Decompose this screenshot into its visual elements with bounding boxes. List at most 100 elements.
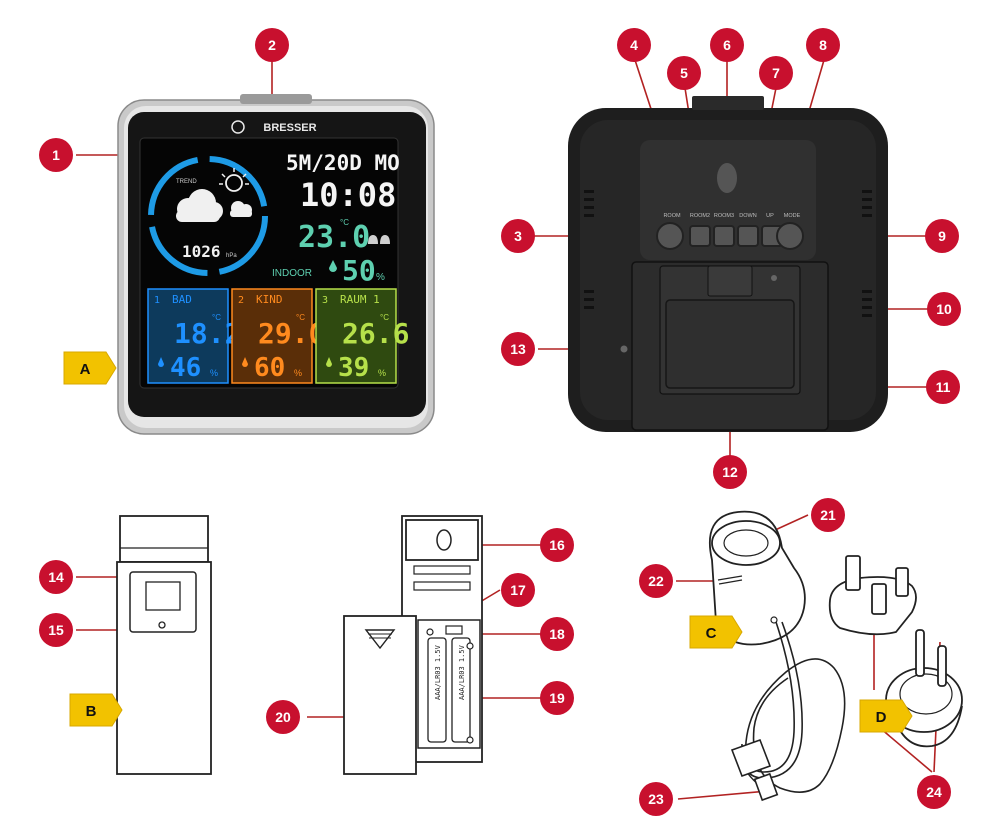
callout-number: 12 (722, 464, 738, 480)
room2-button[interactable] (689, 225, 711, 247)
channel-temp: 18.2 (174, 317, 241, 350)
callout-circle (926, 370, 960, 404)
humidity-drop-icon (242, 357, 248, 367)
indoor-temp: 23.0 (298, 220, 370, 255)
callout-number: 10 (936, 301, 952, 317)
callout-circle (540, 528, 574, 562)
callout-circle (925, 219, 959, 253)
callout-15: 15 (39, 613, 73, 647)
sensor-battery-bay (417, 619, 481, 749)
channel-number: 3 (322, 295, 328, 306)
back-button-label: ROOM2 (690, 213, 710, 219)
battery-2 (451, 637, 471, 743)
humidity-drop-icon (329, 260, 337, 272)
channel-panel-bg (315, 288, 397, 384)
channel-humidity: 39 (338, 353, 369, 383)
callout-2: 2 (255, 28, 289, 62)
callout-number: 9 (938, 228, 946, 244)
callout-number: 1 (52, 147, 60, 163)
top-button (692, 96, 764, 110)
down-button[interactable] (737, 225, 759, 247)
callout-21: 21 (811, 498, 845, 532)
letter-label-A: A (63, 351, 117, 385)
back-button-label: ROOM3 (714, 213, 734, 219)
channel-name: BAD (172, 293, 192, 306)
alarm-bell-icon (368, 235, 390, 244)
dc-jack (620, 345, 628, 353)
channel-humidity-unit: % (378, 368, 386, 378)
small-cloud-icon (230, 201, 252, 217)
callout-circle (759, 56, 793, 90)
outdoor-sensor-front (116, 515, 212, 775)
channel-temp: 26.6 (342, 317, 409, 350)
indoor-humidity: 50 (342, 254, 376, 287)
letter-text: B (86, 703, 97, 720)
battery-1 (427, 637, 447, 743)
callout-circle (501, 219, 535, 253)
indoor-temp-unit: °C (340, 218, 349, 227)
battery-compartment-cover (665, 299, 795, 389)
callout-number: 24 (926, 784, 942, 800)
callout-circle (639, 564, 673, 598)
callout-circle (927, 292, 961, 326)
letter-tag (69, 693, 123, 727)
channel-temp: 29.0 (258, 317, 325, 350)
channel-name: RAUM 1 (340, 293, 380, 306)
callout-number: 2 (268, 37, 276, 53)
sensor-wall-mount-hole (436, 529, 452, 551)
callout-number: 14 (48, 569, 64, 585)
pressure-value: 1026 (182, 242, 221, 261)
channel-number: 1 (154, 295, 160, 306)
callout-19: 19 (540, 681, 574, 715)
date-display: 5M/20D MO (286, 151, 400, 175)
dc-plug (730, 738, 779, 802)
humidity-drop-icon (326, 357, 332, 367)
channel-temp-unit: °C (296, 313, 305, 322)
callout-circle (255, 28, 289, 62)
indoor-humidity-unit: % (376, 272, 385, 283)
callout-number: 6 (723, 37, 731, 53)
cloud-icon (176, 189, 223, 222)
channel-panel-bg (147, 288, 229, 384)
callout-circle (540, 617, 574, 651)
callout-16: 16 (540, 528, 574, 562)
callout-number: 20 (275, 709, 291, 725)
room3-button[interactable] (713, 225, 735, 247)
callout-circle (540, 681, 574, 715)
callout-13: 13 (501, 332, 535, 366)
callout-number: 16 (549, 537, 565, 553)
callout-circle (617, 28, 651, 62)
channel-number: 2 (238, 295, 244, 306)
letter-label-B: B (69, 693, 123, 727)
callout-7: 7 (759, 56, 793, 90)
channel-humidity: 46 (170, 353, 201, 383)
trend-label: TREND (176, 179, 197, 185)
room-button[interactable] (656, 222, 684, 250)
channel-switch (445, 625, 463, 635)
callout-circle (39, 560, 73, 594)
callout-22: 22 (639, 564, 673, 598)
callout-17: 17 (501, 573, 535, 607)
channel-humidity-unit: % (210, 368, 218, 378)
mode-button[interactable] (776, 222, 804, 250)
callout-circle (639, 782, 673, 816)
callout-14: 14 (39, 560, 73, 594)
callout-circle (713, 455, 747, 489)
callout-20: 20 (266, 700, 300, 734)
callout-18: 18 (540, 617, 574, 651)
callout-number: 17 (510, 582, 526, 598)
callout-number: 15 (48, 622, 64, 638)
tx-button (426, 628, 434, 636)
forecast-ring (148, 156, 268, 276)
callout-6: 6 (710, 28, 744, 62)
channel-temp-unit: °C (212, 313, 221, 322)
letter-tag (63, 351, 117, 385)
battery-label-1: AAA/LR03 1.5V (434, 644, 442, 700)
time-display: 10:08 (300, 176, 396, 214)
callout-24: 24 (917, 775, 951, 809)
